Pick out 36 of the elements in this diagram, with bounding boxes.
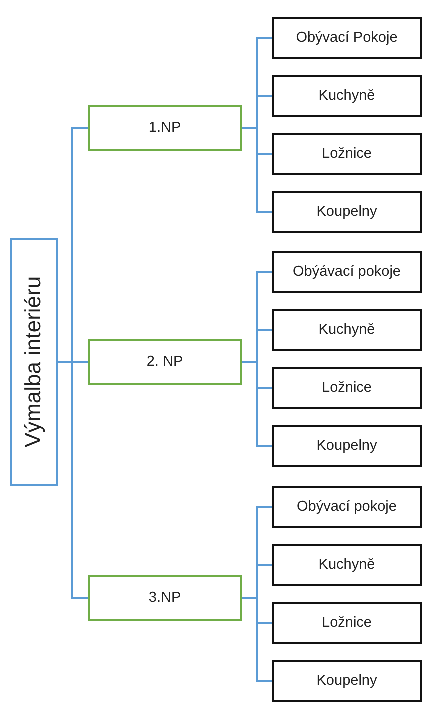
room-box [272,544,422,586]
room-box [272,602,422,644]
box-label: Ložnice [322,615,372,631]
box-label: 3.NP [148,590,182,606]
room-box [272,309,422,351]
box-label: Kuchyně [318,88,376,104]
box-label: Kuchyně [318,322,376,338]
room-box [272,75,422,117]
floor-box [88,575,242,621]
room-box [272,660,422,702]
connector-line [58,361,88,599]
box-label: Ložnice [322,380,372,396]
box-label: Ložnice [322,146,372,162]
root-box [10,238,58,486]
connector-line [242,127,272,213]
room-box [272,251,422,293]
box-label: Obývací Pokoje [296,30,398,46]
box-label: Koupelny [316,673,378,689]
room-box [272,425,422,467]
floor-box [88,105,242,151]
box-label: Výmalba interiéru [21,276,47,448]
room-box [272,191,422,233]
connector-line [242,361,272,447]
connector-line [242,597,272,682]
room-box [272,17,422,59]
box-label: Koupelny [316,438,378,454]
box-label: Kuchyně [318,557,376,573]
room-box [272,486,422,528]
box-label: Koupelny [316,204,378,220]
box-label: 1.NP [148,120,182,136]
box-label: Obývací pokoje [297,499,397,515]
room-box [272,367,422,409]
room-box [272,133,422,175]
floor-box [88,339,242,385]
box-label: 2. NP [146,354,184,370]
box-label: Obýávací pokoje [292,264,401,280]
